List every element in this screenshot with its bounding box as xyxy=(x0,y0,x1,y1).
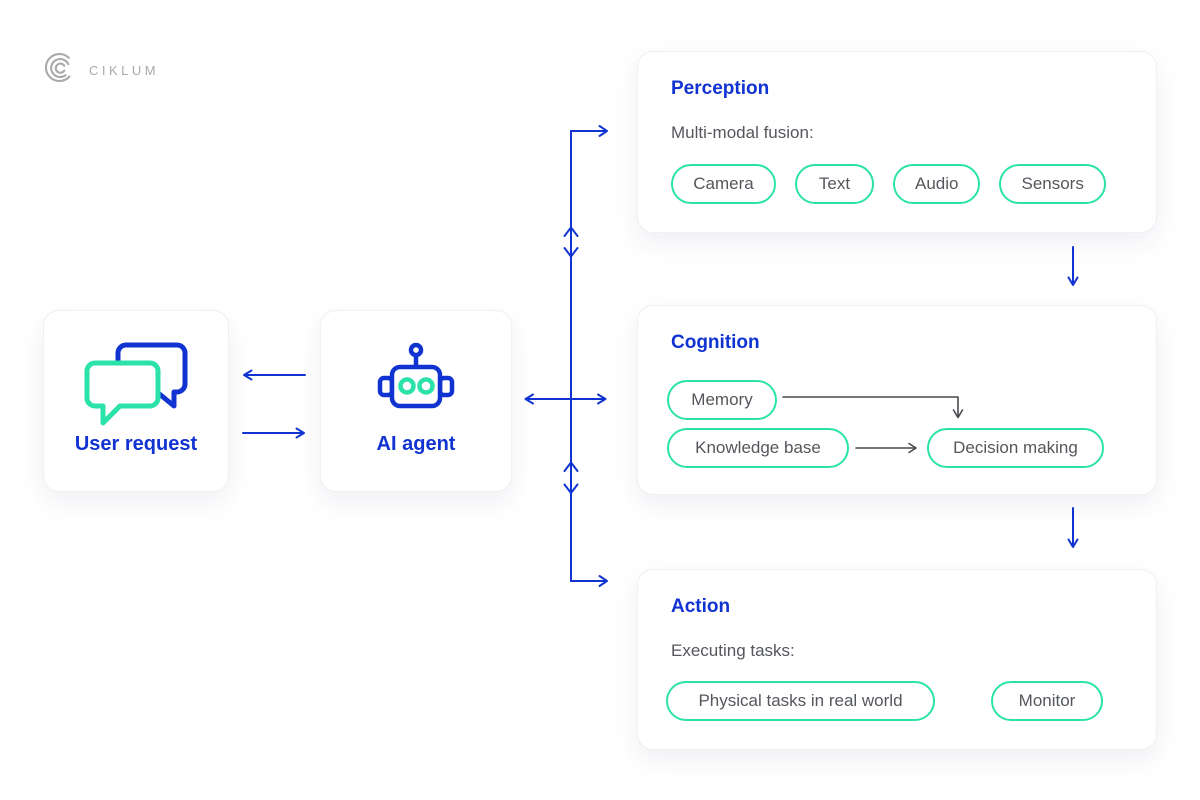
pill-text: Text xyxy=(795,164,874,204)
perception-panel: Perception Multi-modal fusion: Camera Te… xyxy=(637,51,1157,233)
brand-name: CIKLUM xyxy=(89,63,160,78)
perception-title: Perception xyxy=(671,78,770,99)
perception-pills: Camera Text Audio Sensors xyxy=(671,164,1106,204)
cognition-panel: Cognition Memory Knowledge base Decision… xyxy=(637,305,1157,495)
action-subtitle: Executing tasks: xyxy=(671,641,795,660)
robot-icon xyxy=(366,341,466,424)
pill-sensors: Sensors xyxy=(999,164,1106,204)
pill-monitor: Monitor xyxy=(991,681,1103,721)
arrowhead-to-perception xyxy=(598,125,608,137)
brand-logo: CIKLUM xyxy=(42,50,159,91)
trunk-line xyxy=(570,125,608,587)
user-request-node: User request xyxy=(43,310,229,492)
ai-agent-node: AI agent xyxy=(320,310,512,492)
pill-knowledge-base: Knowledge base xyxy=(667,428,849,468)
cognition-to-action-arrow xyxy=(1067,507,1079,548)
pill-camera: Camera xyxy=(671,164,776,204)
agent-to-user-arrow xyxy=(243,369,306,381)
perception-subtitle: Multi-modal fusion: xyxy=(671,123,814,142)
action-panel: Action Executing tasks: Physical tasks i… xyxy=(637,569,1157,750)
chat-bubbles-icon xyxy=(80,337,192,434)
action-title: Action xyxy=(671,596,731,617)
arrowhead-to-action xyxy=(598,575,608,587)
pill-decision-making: Decision making xyxy=(927,428,1104,468)
pill-audio: Audio xyxy=(893,164,981,204)
ai-agent-label: AI agent xyxy=(376,433,456,455)
user-request-label: User request xyxy=(74,433,198,455)
agent-cognition-double-arrow xyxy=(524,393,607,405)
user-to-agent-arrow xyxy=(242,427,305,439)
perception-to-cognition-arrow xyxy=(1067,246,1079,286)
pill-memory: Memory xyxy=(667,380,777,420)
cognition-title: Cognition xyxy=(671,332,760,353)
ciklum-logo-icon xyxy=(42,50,78,91)
trunk-bidirectional-chevrons xyxy=(563,226,579,494)
pill-physical-tasks: Physical tasks in real world xyxy=(666,681,935,721)
